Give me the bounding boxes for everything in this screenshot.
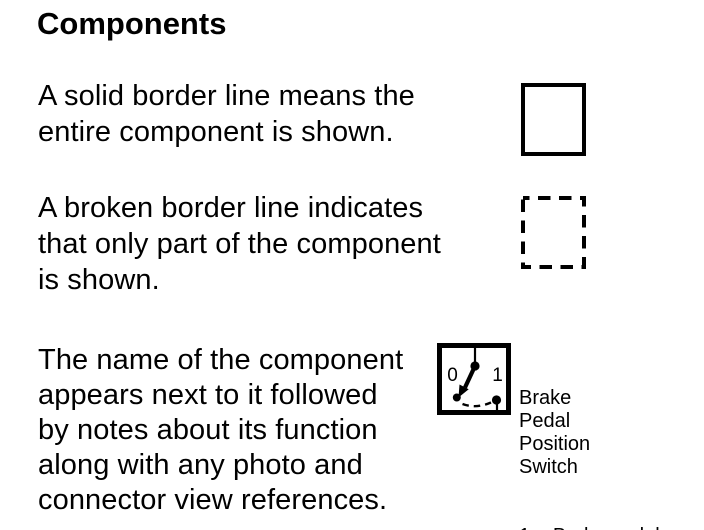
switch-position-0-contact <box>452 393 461 402</box>
switch-arm <box>463 365 477 389</box>
component-name-label: Brake Pedal Position Switch <box>519 387 591 478</box>
page-title: Components <box>37 6 227 41</box>
switch-arm-arrowhead <box>458 384 469 398</box>
switch-position-0-label: 0 <box>447 365 458 386</box>
brake-pedal-switch-icon: 0 1 <box>437 343 511 415</box>
switch-state-note: 1 = Brake pedal pressed. <box>519 525 660 530</box>
dashed-border-box-icon <box>521 196 586 269</box>
broken-border-description: A broken border line indicates that only… <box>38 192 441 296</box>
component-name-description: The name of the component appears next t… <box>38 344 404 516</box>
solid-border-description: A solid border line means the entire com… <box>38 80 415 148</box>
switch-position-1-label: 1 <box>492 365 503 386</box>
switch-travel-path <box>462 401 492 408</box>
component-notes: Brake Pedal Position Switch 1 = Brake pe… <box>519 341 660 530</box>
solid-border-box-icon <box>521 83 586 156</box>
